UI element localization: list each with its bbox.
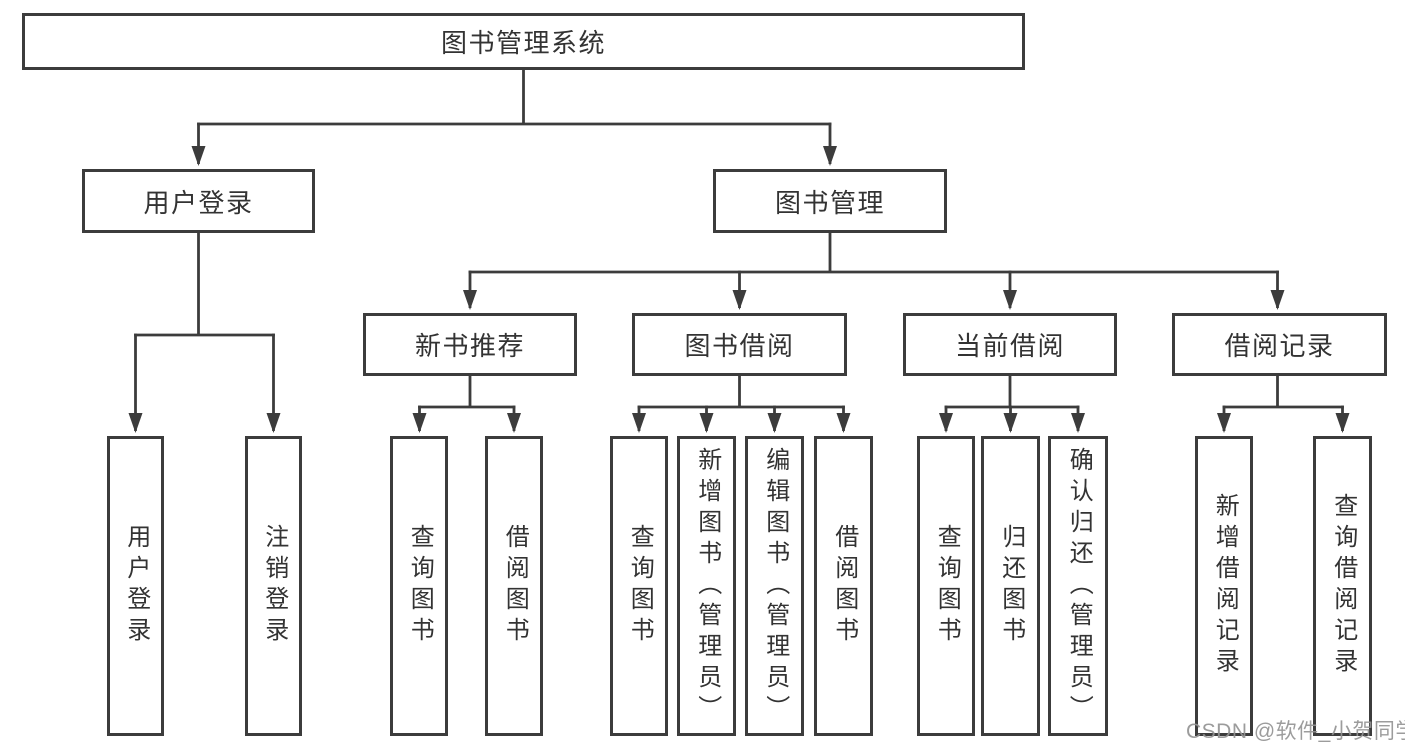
node-root-system: 图书管理系统 (22, 13, 1025, 70)
leaf-query-books-current: 查询图书 (917, 436, 975, 736)
csdn-watermark: CSDN @软件_小贺同学 (1186, 720, 1405, 743)
node-book-management: 图书管理 (713, 169, 947, 233)
leaf-query-books-recommend: 查询图书 (390, 436, 448, 736)
leaf-label: 新增图书（管理员） (693, 446, 721, 726)
leaf-query-borrow-record: 查询借阅记录 (1313, 436, 1372, 736)
leaf-label: 借阅图书 (830, 524, 858, 648)
leaf-label: 借阅图书 (501, 524, 529, 648)
leaf-logout: 注销登录 (245, 436, 302, 736)
connector-current-to-leaves (939, 376, 1085, 433)
connector-mgmt-to-level3 (463, 233, 1285, 310)
node-label: 新书推荐 (414, 331, 525, 361)
leaf-label: 确认归还（管理员） (1065, 446, 1093, 726)
leaf-label: 查询图书 (626, 524, 654, 648)
leaf-confirm-return-admin: 确认归还（管理员） (1048, 436, 1108, 736)
connector-root-to-level2 (191, 70, 837, 166)
node-label: 图书借阅 (684, 331, 795, 361)
node-new-book-recommend: 新书推荐 (363, 313, 577, 376)
leaf-label: 编辑图书（管理员） (761, 446, 789, 726)
leaf-add-borrow-record: 新增借阅记录 (1195, 436, 1253, 736)
node-label: 用户登录 (143, 187, 254, 218)
node-borrowing-records: 借阅记录 (1172, 313, 1387, 376)
connector-recommend-to-leaves (412, 376, 521, 433)
leaf-query-books-borrow: 查询图书 (610, 436, 668, 736)
connector-borrow-to-leaves (632, 376, 851, 433)
leaf-label: 注销登录 (260, 524, 288, 648)
leaf-label: 归还图书 (997, 524, 1025, 648)
node-label: 图书管理 (774, 187, 885, 218)
connector-records-to-leaves (1217, 376, 1350, 433)
leaf-label: 查询图书 (406, 524, 434, 648)
leaf-user-login: 用户登录 (107, 436, 164, 736)
leaf-add-books-admin: 新增图书（管理员） (677, 436, 736, 736)
node-label: 借阅记录 (1224, 331, 1335, 361)
leaf-label: 用户登录 (122, 524, 150, 648)
leaf-label: 新增借阅记录 (1211, 493, 1239, 679)
leaf-borrow-books: 借阅图书 (814, 436, 873, 736)
node-book-borrowing: 图书借阅 (632, 313, 847, 376)
node-user-login: 用户登录 (82, 169, 315, 233)
node-label: 当前借阅 (954, 331, 1065, 361)
node-current-borrowing: 当前借阅 (903, 313, 1117, 376)
leaf-return-books: 归还图书 (981, 436, 1040, 736)
leaf-label: 查询图书 (933, 524, 961, 648)
node-label: 图书管理系统 (440, 28, 606, 58)
leaf-edit-books-admin: 编辑图书（管理员） (745, 436, 804, 736)
leaf-label: 查询借阅记录 (1329, 493, 1357, 679)
leaf-borrow-books-recommend: 借阅图书 (485, 436, 543, 736)
connector-login-to-leaves (128, 233, 281, 433)
